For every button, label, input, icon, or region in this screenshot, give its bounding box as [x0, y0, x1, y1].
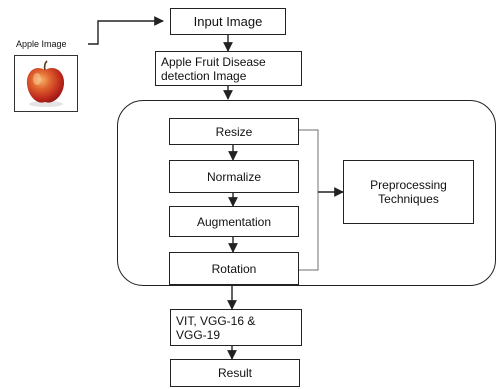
models-text: VIT, VGG-16 & VGG-19 — [176, 313, 256, 342]
input-image-text: Input Image — [193, 13, 263, 29]
models-node: VIT, VGG-16 & VGG-19 — [170, 309, 302, 346]
apple-icon — [26, 60, 65, 107]
resize-node: Resize — [169, 118, 299, 145]
rotation-text: Rotation — [211, 261, 257, 276]
normalize-text: Normalize — [206, 169, 261, 184]
result-text: Result — [217, 366, 252, 380]
rotation-node: Rotation — [169, 252, 299, 285]
preprocessing-techniques-node: Preprocessing Techniques — [343, 160, 474, 224]
preprocessing-group — [117, 100, 496, 286]
preprocessing-techniques-text: Preprocessing Techniques — [370, 178, 447, 206]
resize-text: Resize — [215, 124, 253, 139]
augmentation-text: Augmentation — [196, 214, 272, 229]
result-node: Result — [170, 359, 300, 387]
bracket-preprocessing — [299, 129, 319, 271]
apple-image — [14, 55, 78, 112]
disease-detection-text: Apple Fruit Disease detection Image — [161, 54, 266, 83]
normalize-node: Normalize — [169, 160, 299, 193]
arrow-apple-to-input — [88, 16, 164, 45]
augmentation-node: Augmentation — [169, 206, 299, 237]
input-image-node: Input Image — [170, 8, 286, 35]
apple-image-label: Apple Image — [16, 39, 67, 49]
disease-detection-node: Apple Fruit Disease detection Image — [155, 51, 302, 86]
